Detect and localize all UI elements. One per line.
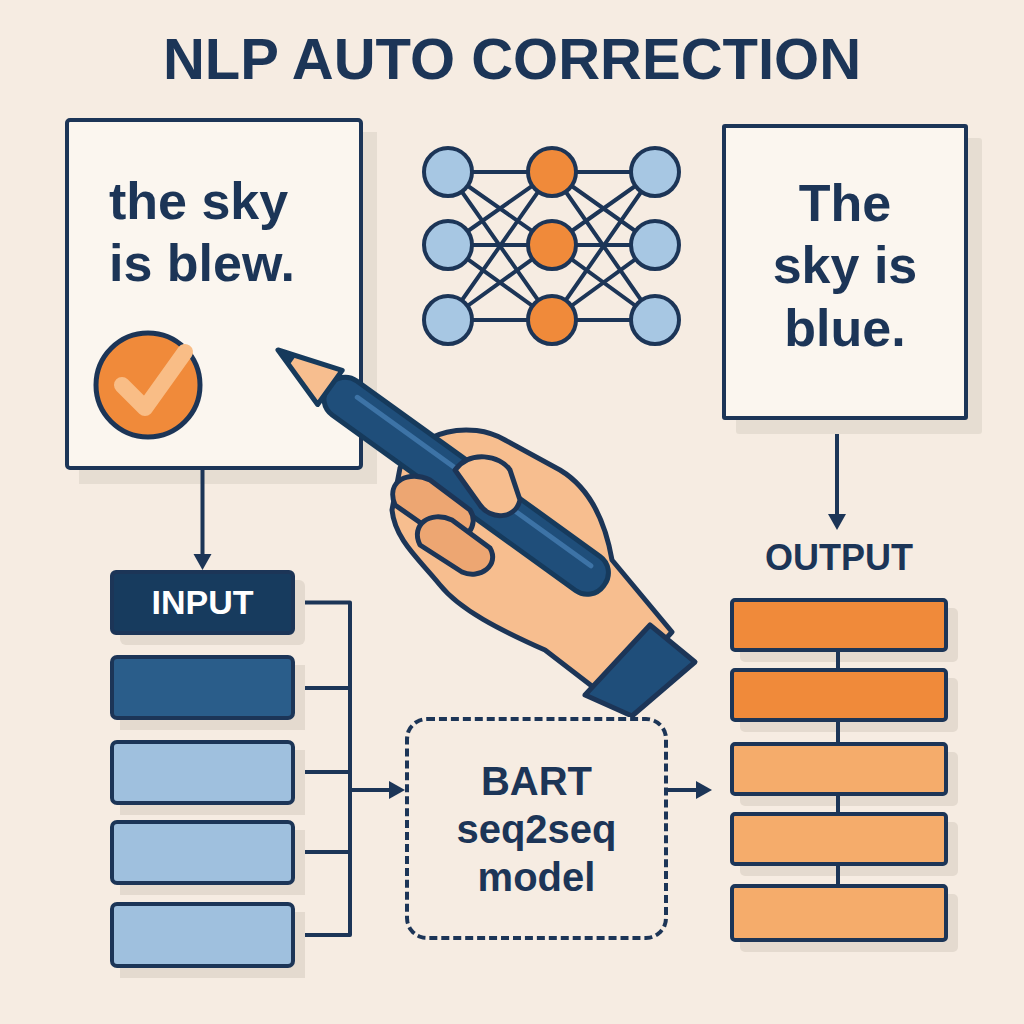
network-neuron [631,148,679,196]
node-label: the sky is blew. [109,170,334,295]
connector [668,781,712,799]
input-sentence-box: the sky is blew. [65,118,363,470]
network-neuron [528,221,576,269]
box-outline [67,120,361,468]
check-icon [65,118,363,470]
connector [828,420,846,530]
network-neuron [631,221,679,269]
network-neuron [631,296,679,344]
network-neuron [424,296,472,344]
token-bar [112,657,293,718]
node-label: OUTPUT [730,530,948,579]
sleeve-cuff [585,625,695,716]
output-stack: OUTPUT [712,530,952,945]
connector-line [835,420,839,516]
pencil-lead [274,345,296,365]
connector-line [668,788,698,792]
arrowhead [696,781,712,799]
connector-line [295,603,391,791]
node-label: INPUT [152,584,254,621]
model-box: BART seq2seq model [405,717,668,940]
pencil [266,333,617,602]
node-label: BART seq2seq model [429,757,644,901]
bar-link [836,652,840,668]
token-bar [112,742,293,803]
check-mark [122,352,185,408]
output-token-bar [730,812,948,866]
token-bar [112,822,293,883]
pencil-body [316,369,616,602]
network-neuron [424,148,472,196]
pencil-tip [266,333,342,405]
network-neuron [424,221,472,269]
diagram-title: NLP AUTO CORRECTION [0,30,1024,88]
bar-link [836,866,840,884]
bar-link [836,796,840,812]
arrowhead [194,554,212,570]
connector-line [201,470,205,556]
bar-link [836,722,840,742]
output-token-bar [730,742,948,796]
output-token-bar [730,668,948,722]
network-neuron [528,296,576,344]
check-circle [96,333,200,437]
output-token-bar [730,884,948,942]
token-bar [112,904,293,966]
output-sentence-box: The sky is blue. [722,124,968,420]
arrowhead [828,514,846,530]
node-label: The sky is blue. [755,172,935,359]
network-neuron [528,148,576,196]
connector [194,470,212,570]
connector [295,603,405,800]
input-bar: INPUT [110,570,295,635]
arrowhead [389,781,405,799]
hand-finger [417,517,492,574]
output-token-bar [730,598,948,652]
